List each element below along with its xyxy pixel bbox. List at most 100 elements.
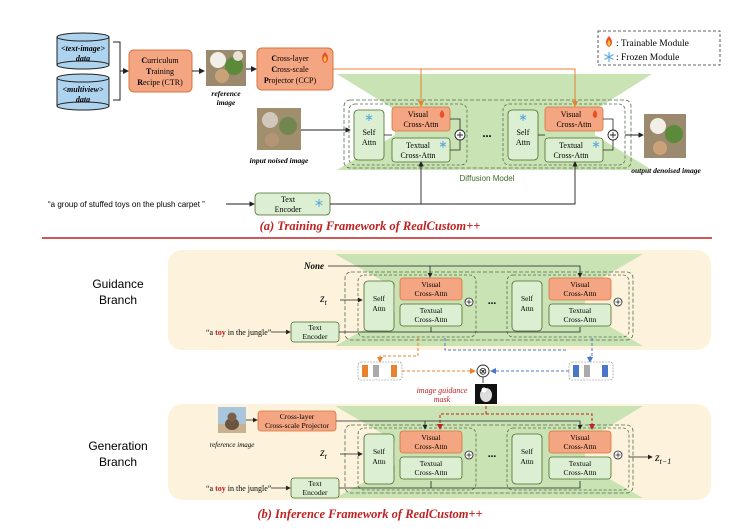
generation-branch-label-2: Branch	[99, 455, 137, 469]
gen-text-encoder-l1: Text	[308, 479, 322, 488]
g-visual-ca-1-l1: Visual	[421, 280, 440, 289]
visual-ca-label-1b: Cross-Attn	[403, 120, 438, 129]
input-noised-image	[257, 108, 301, 150]
g-text-encoder-l1: Text	[308, 323, 322, 332]
text-image-database-icon	[56, 32, 110, 70]
db2-line1: <multiview>	[62, 85, 104, 94]
g-text-encoder-l2: Encoder	[303, 332, 328, 341]
gen-textual-ca-1-l1: Textual	[420, 459, 442, 468]
g-textual-ca-1-l2: Cross-Attn	[415, 315, 448, 324]
self-attn-label-1a: Self	[363, 128, 376, 137]
ccp-line1: Cross-layer	[271, 54, 309, 63]
gen-self-attn-1	[363, 433, 395, 485]
g-self-attn-1	[363, 280, 395, 332]
diffusion-model-label: Diffusion Model	[460, 174, 515, 183]
gen-visual-ca-2-l2: Cross-Attn	[564, 442, 597, 451]
g-textual-ca-1-l1: Textual	[420, 306, 442, 315]
inference-ccp-l2: Cross-scale Projector	[265, 421, 329, 430]
unet-block-1	[348, 103, 468, 166]
g-ellipsis: ...	[488, 295, 497, 307]
gen-self-attn-1-l2: Attn	[372, 457, 386, 466]
reference-image-dog	[218, 407, 246, 433]
g-visual-ca-2	[548, 277, 612, 301]
g-self-attn-1-l2: Attn	[372, 304, 386, 313]
reference-image-toys	[206, 50, 246, 86]
input-image-label: input noised image	[250, 156, 309, 165]
ref-image-label-2: image	[217, 98, 236, 107]
g-self-attn-1-l1: Self	[373, 294, 386, 303]
gen-self-attn-1-l1: Self	[373, 447, 386, 456]
snowflake-icon	[604, 52, 614, 62]
visual-ca-label-2a: Visual	[561, 110, 582, 119]
textual-ca-label-1b: Cross-Attn	[400, 151, 435, 160]
ctr-line3: Recipe (CTR)	[137, 78, 183, 87]
gen-text-encoder-l2: Encoder	[303, 488, 328, 497]
gen-textual-ca-2	[548, 456, 612, 480]
gen-visual-ca-2-l1: Visual	[570, 433, 589, 442]
guidance-mask-image	[475, 384, 497, 406]
g-visual-ca-2-l2: Cross-Attn	[564, 289, 597, 298]
gen-textual-ca-2-l1: Textual	[569, 459, 591, 468]
g-visual-ca-1	[399, 277, 463, 301]
text-encoder-label-2: Encoder	[275, 205, 302, 214]
gen-self-attn-2-l1: Self	[521, 447, 534, 456]
gen-ellipsis: ...	[488, 448, 497, 460]
fire-icon	[592, 110, 598, 118]
self-attn-label-2a: Self	[517, 128, 530, 137]
db1-line2: data	[76, 54, 90, 63]
output-image-label: output denoised image	[631, 166, 701, 175]
output-denoised-image	[644, 114, 686, 158]
snowflake-icon	[592, 141, 600, 148]
gen-textual-ca-1-l2: Cross-Attn	[415, 468, 448, 477]
ccp-line3: Projector (CCP)	[264, 76, 317, 85]
self-attn-label-1b: Attn	[362, 138, 376, 147]
g-textual-ca-1	[399, 303, 463, 327]
g-textual-ca-2-l2: Cross-Attn	[564, 315, 597, 324]
gen-visual-ca-1	[399, 430, 463, 454]
ctr-line2: Training	[146, 67, 174, 76]
fire-icon	[606, 36, 612, 47]
visual-ca-label-2b: Cross-Attn	[556, 120, 591, 129]
fire-icon	[322, 52, 328, 63]
gen-textual-ca-1	[399, 456, 463, 480]
textual-ca-label-1a: Textual	[406, 141, 431, 150]
mask-label-1: image guidance	[417, 386, 468, 395]
g-self-attn-2	[511, 280, 543, 332]
g-textual-ca-2-l1: Textual	[569, 306, 591, 315]
none-label: None	[303, 261, 324, 271]
g-self-attn-2-l2: Attn	[520, 304, 534, 313]
g-zt-label: zt	[319, 291, 328, 307]
gen-visual-ca-1-l1: Visual	[421, 433, 440, 442]
unet-block-2	[502, 103, 626, 166]
ellipsis: ...	[483, 126, 492, 140]
guidance-branch-label-2: Branch	[99, 293, 137, 307]
db1-line1: <text-image>	[61, 44, 105, 53]
db2-line2: data	[76, 95, 90, 104]
diffusion-blocks-frame	[343, 99, 632, 169]
legend-trainable: : Trainable Module	[616, 39, 689, 49]
mask-label-2: mask	[434, 395, 451, 404]
snowflake-icon	[519, 114, 527, 121]
snowflake-icon	[439, 141, 447, 148]
guidance-branch-label-1: Guidance	[92, 277, 144, 291]
generation-branch-label-1: Generation	[88, 439, 147, 453]
snowflake-icon	[315, 199, 323, 207]
fire-icon	[439, 110, 445, 118]
inference-ref-image-label: reference image	[210, 441, 255, 449]
ref-image-label-1: reference	[211, 89, 241, 98]
training-caption: (a) Training Framework of RealCustom++	[260, 219, 481, 233]
legend-box	[597, 30, 721, 66]
legend-frozen: : Frozen Module	[616, 53, 679, 63]
multiply-symbol: ⊗	[479, 367, 487, 378]
g-visual-ca-2-l1: Visual	[570, 280, 589, 289]
text-encoder-label-1: Text	[281, 195, 296, 204]
gen-visual-ca-1-l2: Cross-Attn	[415, 442, 448, 451]
snowflake-icon	[365, 114, 373, 121]
g-prompt: “a toy in the jungle”	[206, 328, 272, 337]
inference-caption: (b) Inference Framework of RealCustom++	[257, 507, 482, 521]
visual-ca-label-1a: Visual	[408, 110, 429, 119]
training-prompt: “a group of stuffed toys on the plush ca…	[48, 200, 205, 209]
g-self-attn-2-l1: Self	[521, 294, 534, 303]
self-attn-label-2b: Attn	[516, 138, 530, 147]
